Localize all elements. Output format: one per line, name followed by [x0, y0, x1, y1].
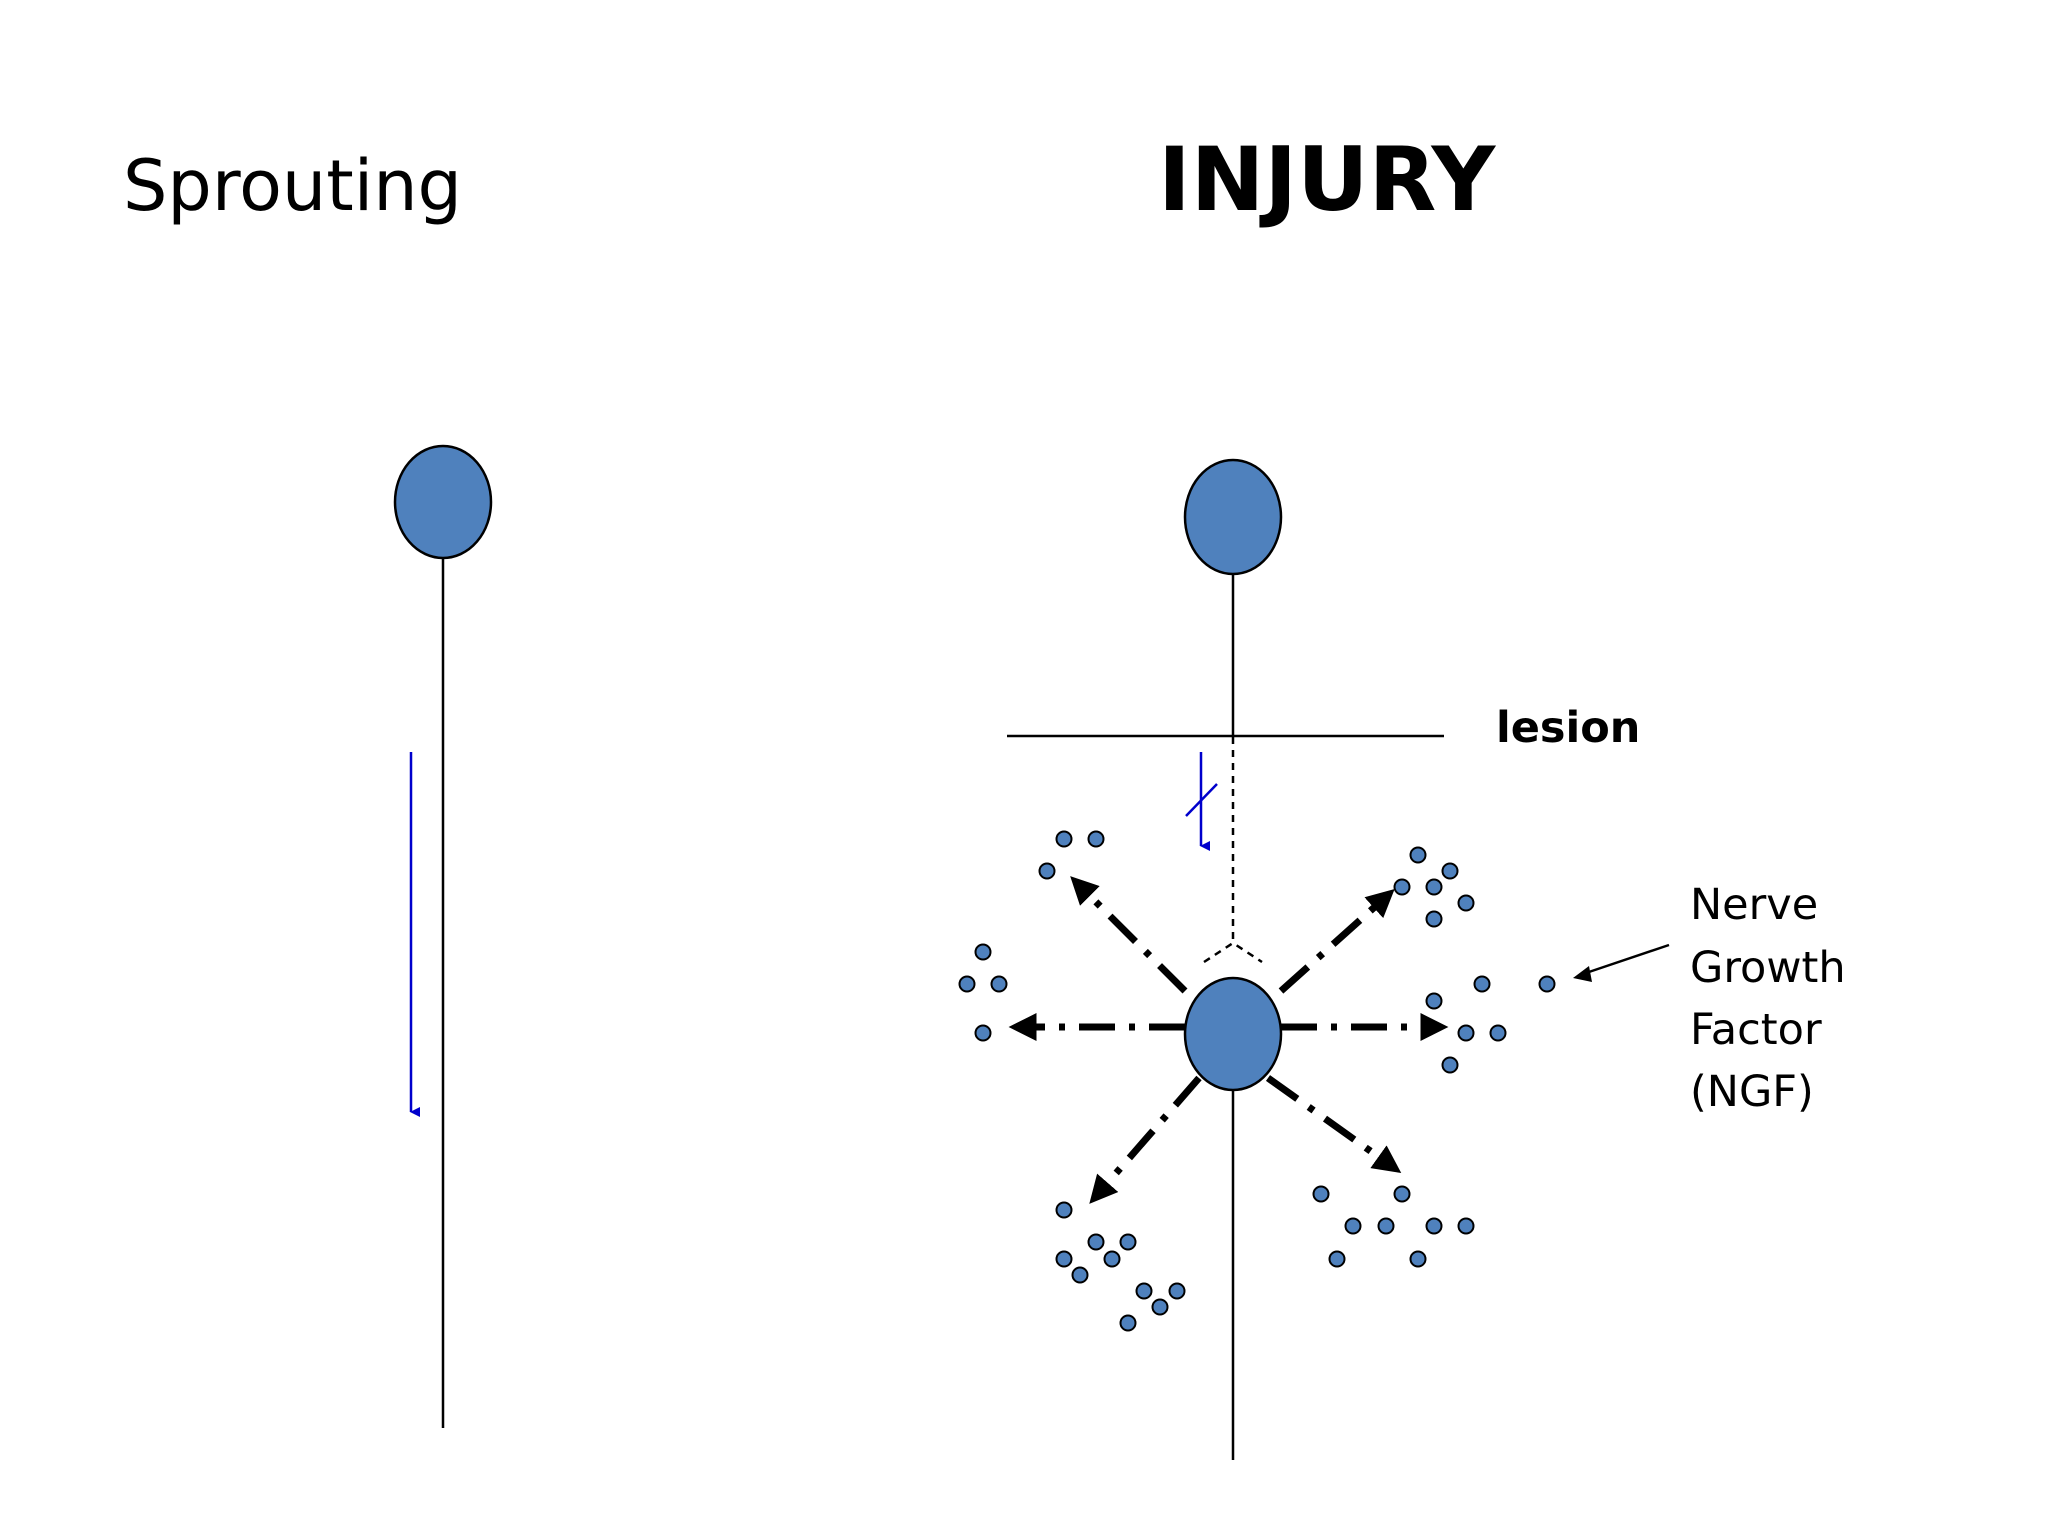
ngf-particle [1119, 1314, 1137, 1332]
ngf-particle [1312, 1185, 1330, 1203]
ngf-particle [1055, 1250, 1073, 1268]
ngf-particle [1409, 1250, 1427, 1268]
ngf-particle [1441, 1056, 1459, 1074]
ngf-particle [1087, 1233, 1105, 1251]
ngf-particle [1071, 1266, 1089, 1284]
injured-cell-body [1183, 458, 1283, 576]
transport-block-slash [1185, 783, 1218, 817]
ngf-particle [1103, 1250, 1121, 1268]
ngf-particle [1489, 1024, 1507, 1042]
ngf-particle [1425, 1217, 1443, 1235]
ngf-particle [1409, 846, 1427, 864]
ngf-particle [1393, 1185, 1411, 1203]
sprout-arrow-up-left [1070, 876, 1188, 994]
ngf-particle [1473, 975, 1491, 993]
ngf-particle [1135, 1282, 1153, 1300]
ngf-particle [1328, 1250, 1346, 1268]
sprout-arrow-up-right [1278, 889, 1395, 994]
ngf-particle [1151, 1298, 1169, 1316]
ngf-particle [1055, 1201, 1073, 1219]
intact-cell-body [393, 444, 493, 560]
ngf-particle [974, 1024, 992, 1042]
ngf-pointer-head [1573, 966, 1592, 982]
sprouting-cell-body [1183, 976, 1283, 1092]
ngf-particle [1377, 1217, 1395, 1235]
ngf-particle [1457, 1024, 1475, 1042]
lesion-label: lesion [1496, 703, 1640, 753]
ngf-label-line-3: Factor [1690, 1005, 1822, 1055]
injured-neuron [1007, 458, 1449, 1460]
ngf-label-line-2: Growth [1690, 943, 1846, 993]
ngf-particle [1457, 1217, 1475, 1235]
ngf-particle [1457, 894, 1475, 912]
ngf-particle [1038, 862, 1056, 880]
ngf-label-line-4: (NGF) [1690, 1067, 1814, 1117]
ngf-particle [1425, 878, 1443, 896]
ngf-particle [1425, 910, 1443, 928]
ngf-particle [1441, 862, 1459, 880]
degenerated-branch [1203, 941, 1263, 964]
ngf-particle [974, 943, 992, 961]
ngf-particle [1119, 1233, 1137, 1251]
ngf-particles [958, 830, 1556, 1332]
ngf-particle [1538, 975, 1556, 993]
ngf-particle [1393, 878, 1411, 896]
ngf-particle [1087, 830, 1105, 848]
ngf-pointer-arrow [1579, 943, 1670, 977]
injury-title: INJURY [1158, 128, 1496, 231]
ngf-particle [1344, 1217, 1362, 1235]
sprouting-arrows [1008, 876, 1449, 1204]
ngf-particle [1425, 992, 1443, 1010]
ngf-particle [958, 975, 976, 993]
ngf-particle [1168, 1282, 1186, 1300]
ngf-particle [990, 975, 1008, 993]
slide-title: Sprouting [123, 145, 462, 227]
intact-neuron [393, 444, 493, 1428]
ngf-particle [1055, 830, 1073, 848]
sprout-arrow-down-right [1265, 1075, 1402, 1174]
ngf-label-line-1: Nerve [1690, 880, 1818, 930]
sprout-arrow-down-left [1089, 1075, 1202, 1204]
